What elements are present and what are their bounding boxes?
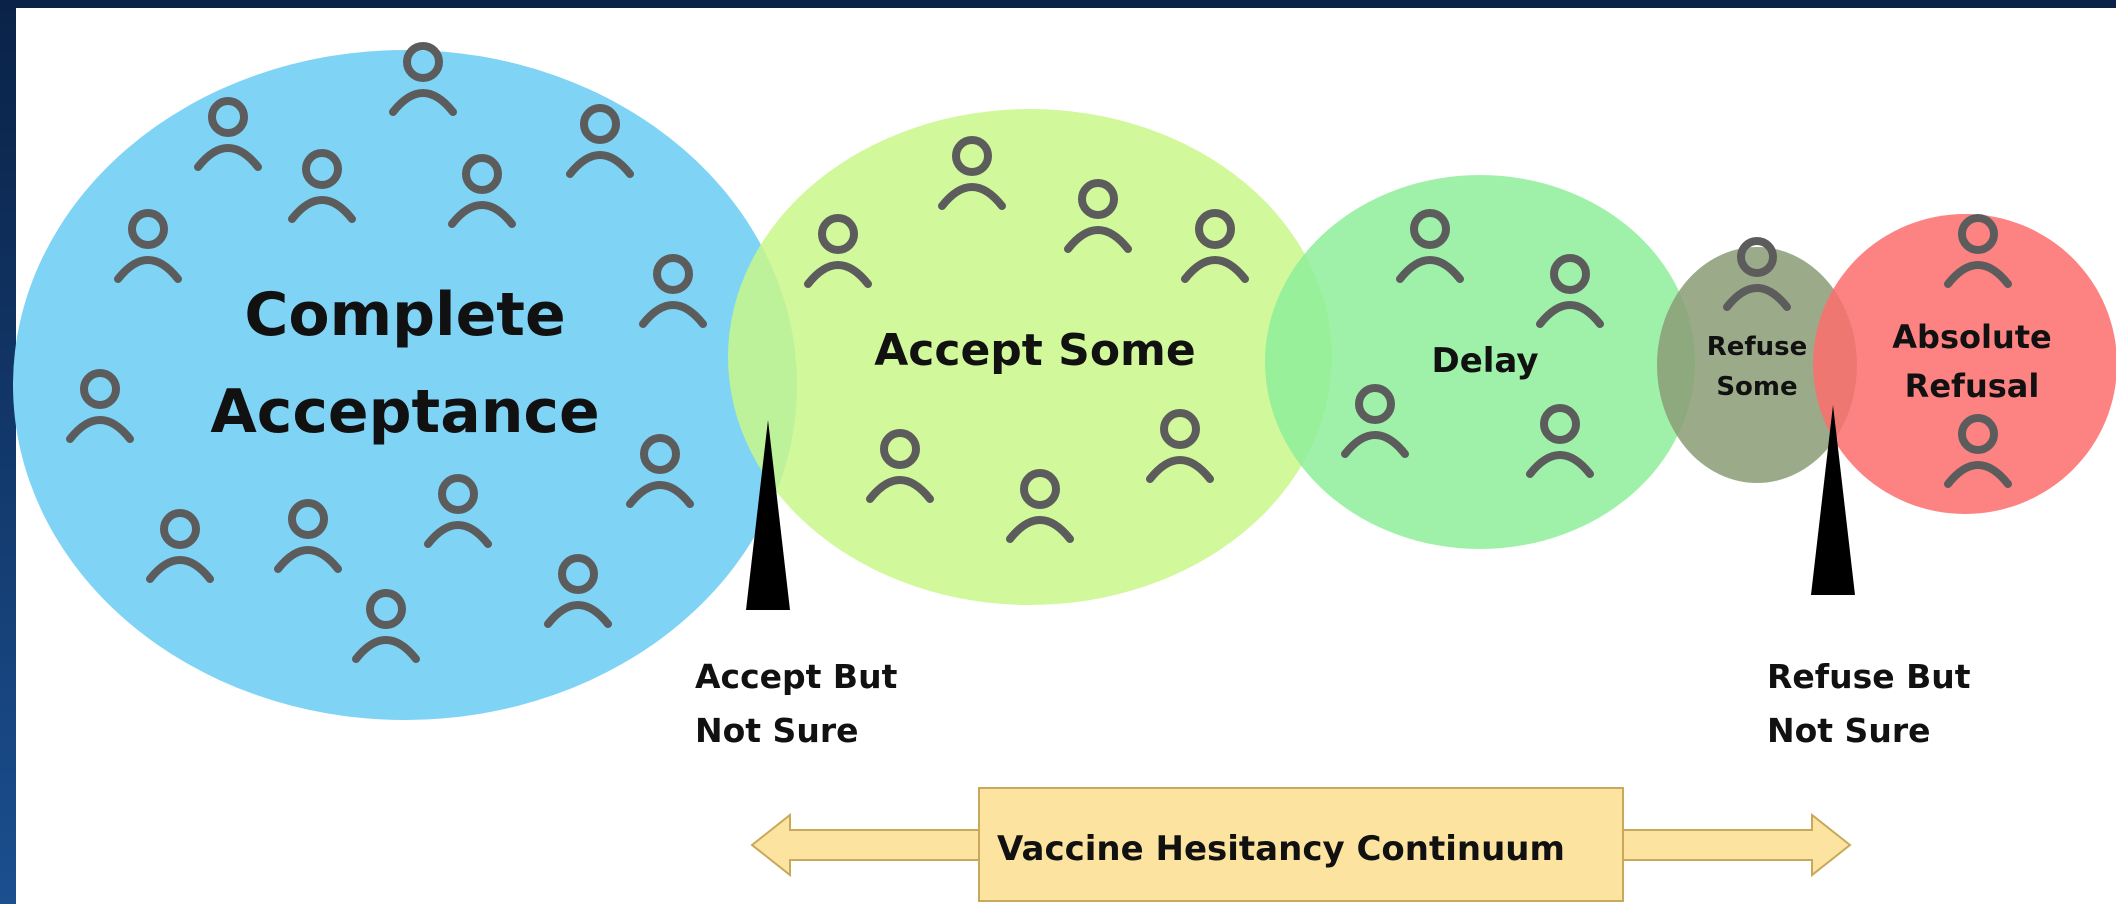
- person-icon: [1526, 404, 1594, 478]
- label-delay: Delay: [1432, 341, 1539, 381]
- label-accept-not-sure: Not Sure: [695, 711, 858, 750]
- person-icon: [389, 42, 457, 116]
- label-refuse-but: Refuse But: [1767, 657, 1971, 696]
- label-complete: Complete: [244, 280, 565, 350]
- circle-complete-acceptance: [13, 50, 797, 720]
- person-icon: [66, 369, 134, 443]
- person-icon: [938, 136, 1006, 210]
- person-icon: [626, 434, 694, 508]
- continuum-label: Vaccine Hesitancy Continuum: [997, 829, 1565, 869]
- person-icon: [114, 209, 182, 283]
- label-some: Some: [1716, 372, 1797, 402]
- continuum-left-arrowhead: [750, 812, 981, 878]
- person-icon: [274, 499, 342, 573]
- person-icon: [804, 214, 872, 288]
- continuum-arrow: Vaccine Hesitancy Continuum: [750, 787, 1852, 902]
- person-icon: [1181, 209, 1249, 283]
- circle-absolute-refusal: [1813, 214, 2116, 514]
- circle-refuse-some: [1657, 247, 1857, 483]
- continuum-box: [978, 787, 1624, 902]
- label-accept-some: Accept Some: [874, 325, 1196, 376]
- person-icon: [1396, 209, 1464, 283]
- person-icon: [424, 474, 492, 548]
- person-icon: [866, 429, 934, 503]
- person-icon: [1944, 414, 2012, 488]
- marker-refuse-not-sure: [1811, 405, 1855, 595]
- person-icon: [1341, 384, 1409, 458]
- person-icon: [1006, 469, 1074, 543]
- label-absolute: Absolute: [1892, 318, 2051, 356]
- person-icon: [1536, 254, 1604, 328]
- person-icon: [1064, 179, 1132, 253]
- label-refusal: Refusal: [1905, 367, 2040, 405]
- label-refuse-not-sure: Not Sure: [1767, 711, 1930, 750]
- person-icon: [288, 149, 356, 223]
- person-icon: [352, 589, 420, 663]
- label-acceptance: Acceptance: [210, 377, 599, 447]
- people-icons: [66, 42, 2012, 663]
- circle-accept-some: [728, 109, 1332, 605]
- person-icon: [1146, 409, 1214, 483]
- continuum-right-arrowhead: [1621, 812, 1852, 878]
- person-icon: [544, 554, 612, 628]
- person-icon: [194, 97, 262, 171]
- person-icon: [566, 104, 634, 178]
- label-refuse: Refuse: [1707, 332, 1808, 362]
- person-icon: [639, 254, 707, 328]
- label-accept-but: Accept But: [695, 657, 898, 696]
- marker-accept-not-sure: [746, 420, 790, 610]
- person-icon: [448, 154, 516, 228]
- person-icon: [146, 509, 214, 583]
- person-icon: [1944, 214, 2012, 288]
- person-icon: [1723, 237, 1791, 311]
